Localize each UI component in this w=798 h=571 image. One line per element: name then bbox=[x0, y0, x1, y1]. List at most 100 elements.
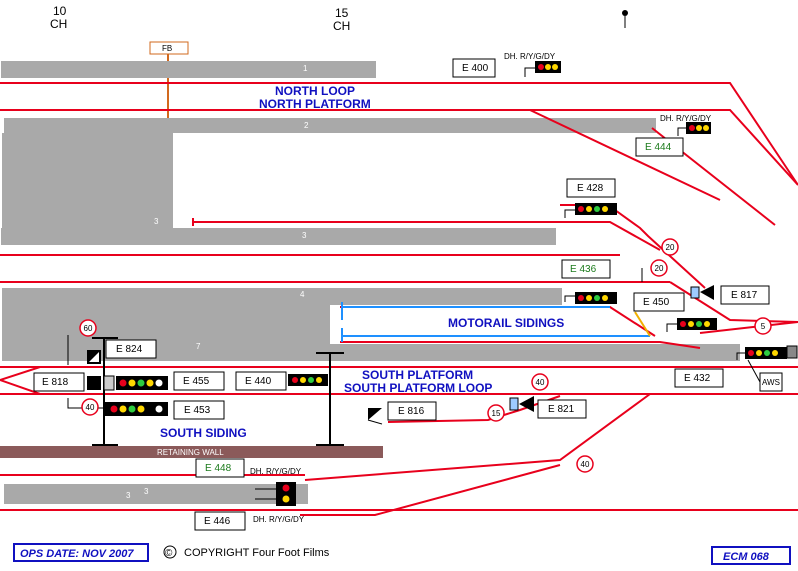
speed-board-5: 5 bbox=[754, 317, 772, 335]
signal-e440-head bbox=[288, 374, 328, 386]
signal-box-e818[interactable]: E 818 bbox=[33, 372, 85, 392]
signal-e448-head bbox=[255, 482, 296, 506]
signal-e824-head bbox=[87, 350, 101, 364]
signal-e816-head bbox=[367, 408, 383, 425]
signal-e428-head bbox=[564, 203, 617, 218]
chainage-mid-unit: CH bbox=[333, 19, 350, 33]
svg-text:E 453: E 453 bbox=[184, 405, 211, 416]
copyright-text: COPYRIGHT Four Foot Films bbox=[184, 547, 330, 559]
platform-7-number: 7 bbox=[196, 342, 201, 351]
svg-text:E 450: E 450 bbox=[643, 297, 670, 308]
motorail-sidings-lines bbox=[341, 302, 651, 342]
chainage-mid-number: 15 bbox=[335, 6, 349, 20]
signal-e455-head bbox=[87, 375, 168, 391]
svg-text:5: 5 bbox=[761, 322, 766, 331]
signal-box-e432[interactable]: E 432 bbox=[674, 368, 724, 388]
label-south-platform-loop: SOUTH PLATFORM LOOP bbox=[344, 381, 492, 395]
signal-box-e824[interactable]: E 824 bbox=[105, 339, 157, 359]
svg-text:AWS: AWS bbox=[762, 378, 780, 387]
platform-4-number: 4 bbox=[300, 290, 305, 299]
svg-text:40: 40 bbox=[536, 378, 545, 387]
platform-1-number: 1 bbox=[303, 64, 308, 73]
signal-box-e450[interactable]: E 450 bbox=[633, 292, 685, 312]
svg-text:E 455: E 455 bbox=[183, 376, 210, 387]
svg-text:E 817: E 817 bbox=[731, 290, 758, 301]
signal-e450-head bbox=[666, 318, 717, 332]
svg-text:20: 20 bbox=[655, 264, 664, 273]
svg-text:E 432: E 432 bbox=[684, 373, 711, 384]
signal-gantry-west bbox=[92, 337, 118, 446]
copyright-icon bbox=[163, 545, 177, 559]
svg-text:E 436: E 436 bbox=[570, 264, 597, 275]
signal-e432-head bbox=[736, 345, 798, 360]
svg-text:E 400: E 400 bbox=[462, 63, 489, 74]
svg-text:E 816: E 816 bbox=[398, 406, 425, 417]
signal-box-e446[interactable]: E 446 bbox=[194, 511, 246, 531]
speed-board-40a: 40 bbox=[81, 398, 99, 416]
label-south-platform: SOUTH PLATFORM bbox=[362, 368, 473, 382]
signal-box-e817[interactable]: E 817 bbox=[720, 285, 770, 305]
platform-1 bbox=[1, 61, 376, 78]
signal-box-e428[interactable]: E 428 bbox=[566, 178, 616, 198]
aws-link bbox=[747, 359, 761, 383]
label-north-loop: NORTH LOOP bbox=[275, 84, 355, 98]
speed-board-20a: 20 bbox=[661, 238, 679, 256]
ops-date: OPS DATE: NOV 2007 bbox=[20, 548, 134, 560]
speed-board-40c: 40 bbox=[576, 455, 594, 473]
svg-text:E 428: E 428 bbox=[577, 183, 604, 194]
svg-text:15: 15 bbox=[492, 409, 501, 418]
retaining-wall bbox=[0, 446, 383, 458]
aws-box: AWS bbox=[759, 372, 783, 392]
chainage-left-number: 10 bbox=[53, 4, 67, 18]
marker-post-icon bbox=[622, 10, 628, 28]
svg-text:20: 20 bbox=[666, 243, 675, 252]
dh-label-e400: DH. R/Y/G/DY bbox=[504, 52, 556, 61]
svg-text:E 440: E 440 bbox=[245, 376, 272, 387]
platform-3c-number: 3 bbox=[126, 491, 131, 500]
signal-box-e400[interactable]: E 400 bbox=[452, 58, 496, 78]
dh-label-e448: DH. R/Y/G/DY bbox=[250, 467, 302, 476]
signal-e436-head bbox=[564, 292, 617, 304]
signal-e400-head bbox=[524, 61, 561, 77]
svg-text:E 448: E 448 bbox=[205, 463, 232, 474]
dh-label-e446: DH. R/Y/G/DY bbox=[253, 515, 305, 524]
speed-board-15: 15 bbox=[487, 404, 505, 422]
copyright-symbol: © bbox=[165, 548, 173, 559]
signal-box-e440[interactable]: E 440 bbox=[235, 371, 287, 391]
platform-3d-number: 3 bbox=[144, 487, 149, 496]
ecm-box bbox=[711, 546, 791, 565]
retaining-wall-label: RETAINING WALL bbox=[157, 448, 224, 457]
platform-south bbox=[330, 344, 740, 361]
svg-text:E 821: E 821 bbox=[548, 404, 575, 415]
ecm-label: ECM 068 bbox=[723, 551, 770, 563]
signal-e453-head bbox=[67, 398, 168, 416]
platform-2-number: 2 bbox=[304, 121, 309, 130]
signal-e444-head bbox=[677, 122, 711, 136]
signal-box-e816[interactable]: E 816 bbox=[387, 401, 437, 421]
svg-text:60: 60 bbox=[84, 324, 93, 333]
chainage-left-unit: CH bbox=[50, 17, 67, 31]
platform-block-south bbox=[2, 305, 330, 361]
speed-board-20b: 20 bbox=[650, 259, 668, 277]
platform-south-siding bbox=[4, 484, 308, 504]
signal-box-e436[interactable]: E 436 bbox=[561, 259, 611, 279]
label-north-platform: NORTH PLATFORM bbox=[259, 97, 371, 111]
svg-text:E 824: E 824 bbox=[116, 344, 143, 355]
signal-box-e821[interactable]: E 821 bbox=[537, 399, 587, 419]
speed-board-40b: 40 bbox=[531, 373, 549, 391]
svg-text:E 446: E 446 bbox=[204, 516, 231, 527]
signal-box-e453[interactable]: E 453 bbox=[173, 400, 225, 420]
signal-box-e444[interactable]: E 444 bbox=[635, 137, 684, 157]
svg-text:40: 40 bbox=[86, 403, 95, 412]
dh-label-e444: DH. R/Y/G/DY bbox=[660, 114, 712, 123]
signal-gantry-east bbox=[316, 352, 344, 446]
signal-e817-head bbox=[690, 285, 714, 300]
footbridge-label: FB bbox=[162, 44, 172, 53]
signal-box-e455[interactable]: E 455 bbox=[173, 371, 225, 391]
signal-box-e448[interactable]: E 448 bbox=[195, 458, 245, 478]
platform-3 bbox=[1, 228, 556, 245]
svg-text:E 818: E 818 bbox=[42, 377, 69, 388]
platform-3a-number: 3 bbox=[154, 217, 159, 226]
svg-text:E 444: E 444 bbox=[645, 142, 672, 153]
